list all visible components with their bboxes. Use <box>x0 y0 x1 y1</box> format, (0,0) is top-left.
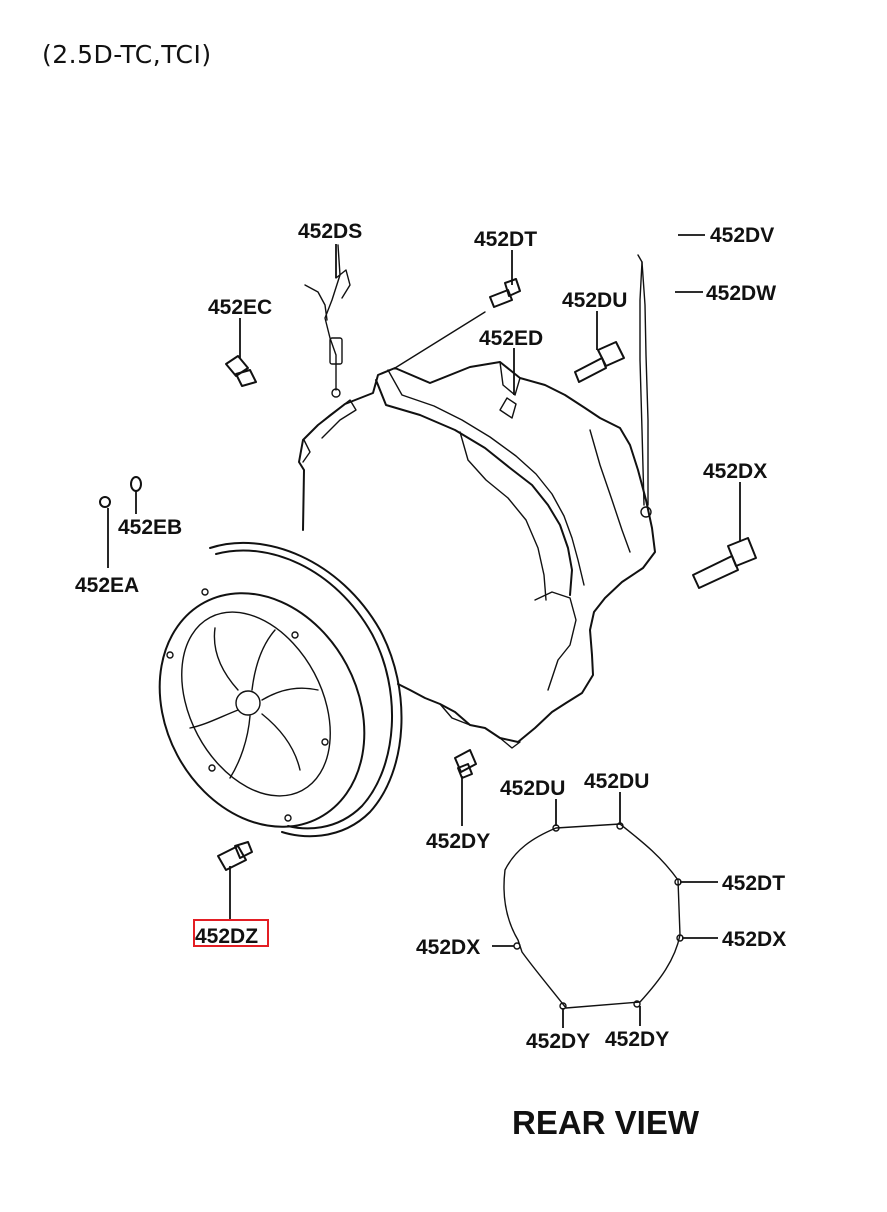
label-452dv[interactable]: 452DV <box>710 224 774 247</box>
rear-view-outline <box>492 792 718 1028</box>
label-452dx[interactable]: 452DX <box>703 460 767 483</box>
label-452dz[interactable]: 452DZ <box>195 925 258 948</box>
rear-label-452dt[interactable]: 452DT <box>722 872 785 895</box>
label-452ed[interactable]: 452ED <box>479 327 543 350</box>
torque-converter <box>158 541 403 838</box>
cable-part <box>304 244 351 398</box>
leader-lines <box>107 234 741 920</box>
washer-ea <box>99 496 111 508</box>
rear-label-452du-right[interactable]: 452DU <box>584 770 649 793</box>
rear-label-452dy-left[interactable]: 452DY <box>526 1030 590 1053</box>
label-452ds[interactable]: 452DS <box>298 220 362 243</box>
nut-eb <box>130 476 142 492</box>
label-452eb[interactable]: 452EB <box>118 516 182 539</box>
transmission-housing <box>298 311 656 749</box>
label-452ec[interactable]: 452EC <box>208 296 272 319</box>
rear-label-452dx-left[interactable]: 452DX <box>416 936 480 959</box>
rear-view-caption: REAR VIEW <box>512 1104 700 1141</box>
label-452dw[interactable]: 452DW <box>706 282 776 305</box>
rear-label-452dy-right[interactable]: 452DY <box>605 1028 669 1051</box>
rear-label-452du-left[interactable]: 452DU <box>500 777 565 800</box>
label-452dt[interactable]: 452DT <box>474 228 537 251</box>
bolt-dt <box>489 278 521 308</box>
highlight-box-452dz <box>193 919 269 947</box>
label-452dy[interactable]: 452DY <box>426 830 490 853</box>
rear-label-452dx-right[interactable]: 452DX <box>722 928 786 951</box>
bolt-dz <box>217 841 253 871</box>
bolt-dx <box>692 537 757 589</box>
label-452ea[interactable]: 452EA <box>75 574 139 597</box>
label-452du[interactable]: 452DU <box>562 289 627 312</box>
diagram-title: (2.5D-TC,TCI) <box>42 40 212 69</box>
bolt-dy <box>454 749 477 779</box>
bolt-ec <box>225 355 257 387</box>
bolt-du <box>574 341 625 383</box>
dipstick-rod <box>637 254 652 518</box>
